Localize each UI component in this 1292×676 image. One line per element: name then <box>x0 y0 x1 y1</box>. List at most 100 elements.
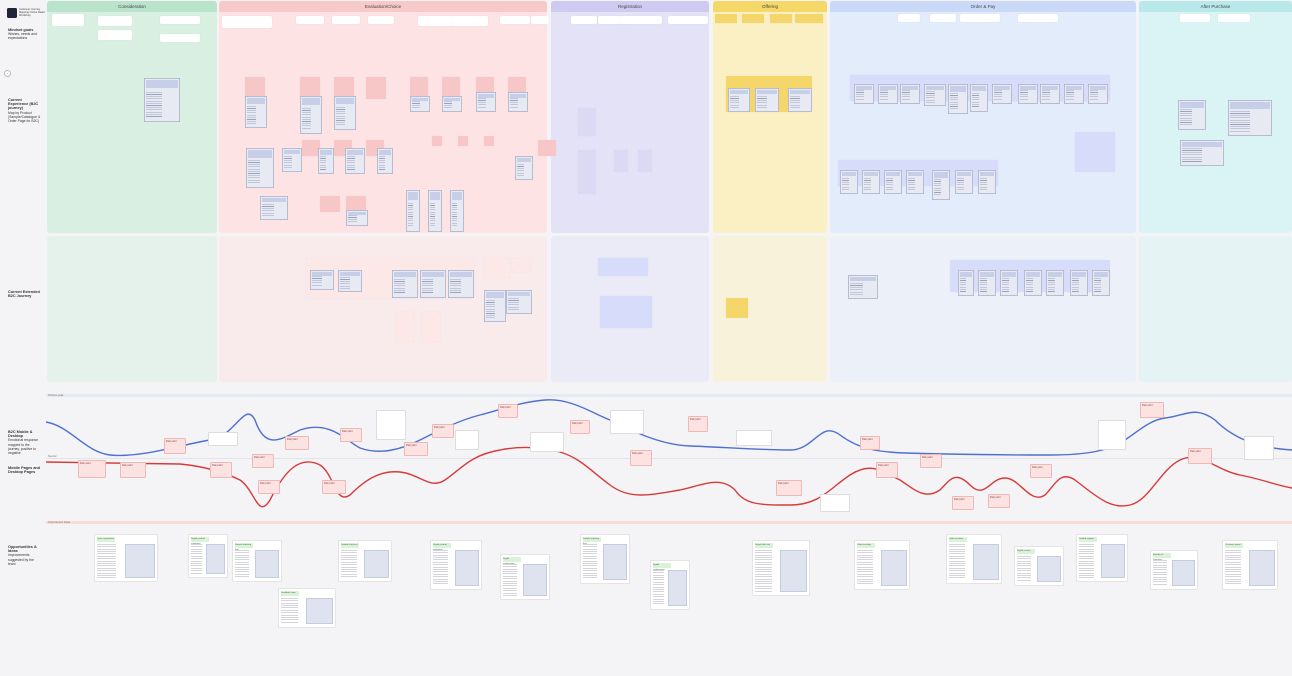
extended-screenshot[interactable] <box>420 270 446 298</box>
emotion-comment[interactable] <box>455 430 479 450</box>
emotion-note[interactable]: Pain point <box>78 460 106 478</box>
mindset-sticky[interactable] <box>296 16 324 24</box>
emotion-note[interactable]: Pain point <box>252 454 274 468</box>
page-screenshot[interactable] <box>246 148 274 188</box>
order-screenshot[interactable] <box>1024 270 1042 296</box>
page-screenshot[interactable] <box>260 196 288 220</box>
emotion-note[interactable]: Pain point <box>1030 464 1052 478</box>
pain-point-note[interactable] <box>300 77 320 99</box>
mindset-sticky[interactable] <box>222 16 272 28</box>
after-purchase-screenshot[interactable] <box>1178 100 1206 130</box>
emotion-note[interactable]: Pain point <box>322 480 346 494</box>
emotion-note[interactable]: Pain point <box>340 428 362 442</box>
registration-step[interactable] <box>578 108 596 136</box>
registration-step[interactable] <box>578 150 596 194</box>
emotion-note[interactable]: Pain point <box>860 436 880 450</box>
opportunity-card[interactable]: Digital configurator <box>650 560 690 610</box>
emotion-note[interactable]: Pain point <box>258 480 280 494</box>
mindset-sticky[interactable] <box>571 16 597 24</box>
mindset-sticky[interactable] <box>795 14 823 23</box>
emotion-note[interactable]: Pain point <box>432 424 454 438</box>
page-screenshot[interactable] <box>428 190 442 232</box>
emotion-note[interactable]: Pain point <box>988 494 1010 508</box>
mindset-sticky[interactable] <box>98 30 132 40</box>
opportunity-card[interactable]: Order tracking <box>946 534 1002 584</box>
pain-point-note[interactable] <box>432 136 442 146</box>
mindset-sticky[interactable] <box>368 16 394 24</box>
emotion-note[interactable]: Pain point <box>876 462 898 478</box>
emotion-comment[interactable] <box>820 494 850 512</box>
mindset-sticky[interactable] <box>452 16 488 26</box>
after-purchase-screenshot[interactable] <box>1228 100 1272 136</box>
page-screenshot[interactable] <box>442 96 462 112</box>
after-purchase-screenshot[interactable] <box>1180 140 1224 166</box>
chevron-left-icon[interactable]: ‹ <box>4 70 11 77</box>
pain-point-note[interactable] <box>320 196 340 212</box>
order-screenshot[interactable] <box>978 170 996 194</box>
mindset-sticky[interactable] <box>160 16 200 24</box>
mindset-sticky[interactable] <box>418 16 454 26</box>
opportunity-card[interactable]: Digital product catalogue <box>188 534 228 578</box>
page-screenshot[interactable] <box>300 96 322 134</box>
extended-screenshot[interactable] <box>338 270 362 292</box>
extended-screenshot[interactable] <box>310 270 334 290</box>
emotion-note[interactable]: Pain point <box>164 438 186 454</box>
order-screenshot[interactable] <box>906 170 924 194</box>
emotion-comment[interactable] <box>610 410 644 434</box>
offer-screenshot[interactable] <box>788 88 812 112</box>
page-screenshot[interactable] <box>508 92 528 112</box>
emotion-note[interactable]: Pain point <box>1140 402 1164 418</box>
emotion-comment[interactable] <box>208 432 238 446</box>
emotion-note[interactable]: Pain point <box>952 496 974 510</box>
extended-note[interactable] <box>306 258 474 298</box>
page-screenshot[interactable] <box>410 96 430 112</box>
order-screenshot[interactable] <box>878 84 898 104</box>
page-screenshot[interactable] <box>450 190 464 232</box>
order-step-group[interactable] <box>1075 132 1115 172</box>
page-screenshot[interactable] <box>334 96 356 130</box>
extended-screenshot[interactable] <box>448 270 474 298</box>
mindset-sticky[interactable] <box>898 14 920 22</box>
order-screenshot[interactable] <box>1064 84 1084 104</box>
emotion-comment[interactable] <box>736 430 772 446</box>
extended-screenshot[interactable] <box>392 270 418 298</box>
page-screenshot[interactable] <box>144 78 180 122</box>
order-screenshot[interactable] <box>848 275 878 299</box>
pain-point-note[interactable] <box>458 136 468 146</box>
opportunity-card[interactable]: Sample ordering flow <box>580 534 630 584</box>
page-screenshot[interactable] <box>406 190 420 232</box>
emotion-note[interactable]: Pain point <box>498 404 518 418</box>
page-screenshot[interactable] <box>515 156 533 180</box>
mindset-sticky[interactable] <box>332 16 360 24</box>
order-screenshot[interactable] <box>1070 270 1088 296</box>
order-screenshot[interactable] <box>992 84 1012 104</box>
opportunity-card[interactable]: Customer portal <box>1222 540 1278 590</box>
opportunity-card[interactable]: Guided checkout <box>338 540 392 582</box>
pain-point-note[interactable] <box>410 77 428 99</box>
opportunity-card[interactable]: Order tracking <box>854 540 910 590</box>
emotion-note[interactable]: Pain point <box>285 436 309 450</box>
opportunity-card[interactable]: Digital configurator <box>500 554 550 600</box>
emotion-note[interactable]: Pain point <box>920 454 942 468</box>
extended-screenshot[interactable] <box>506 290 532 314</box>
pain-point-note[interactable] <box>302 140 320 156</box>
page-screenshot[interactable] <box>282 148 302 172</box>
mindset-sticky[interactable] <box>1218 14 1250 22</box>
mindset-sticky[interactable] <box>930 14 956 22</box>
mindset-sticky[interactable] <box>98 16 132 26</box>
order-screenshot[interactable] <box>1040 84 1060 104</box>
order-screenshot[interactable] <box>958 270 974 296</box>
order-screenshot[interactable] <box>1018 84 1038 104</box>
opportunity-card[interactable]: Sample ordering flow <box>232 540 282 582</box>
opportunity-card[interactable]: Guided support <box>1076 534 1128 582</box>
registration-step[interactable] <box>638 150 652 172</box>
opportunity-card[interactable]: Digital product catalogue <box>430 540 482 590</box>
order-step-group[interactable] <box>598 258 648 276</box>
emotion-note[interactable]: Pain point <box>210 462 232 478</box>
order-screenshot[interactable] <box>932 170 950 200</box>
mindset-sticky[interactable] <box>620 16 662 24</box>
mindset-sticky[interactable] <box>742 14 764 23</box>
order-screenshot[interactable] <box>970 84 988 112</box>
order-screenshot[interactable] <box>924 84 946 106</box>
extended-note[interactable] <box>422 312 440 342</box>
